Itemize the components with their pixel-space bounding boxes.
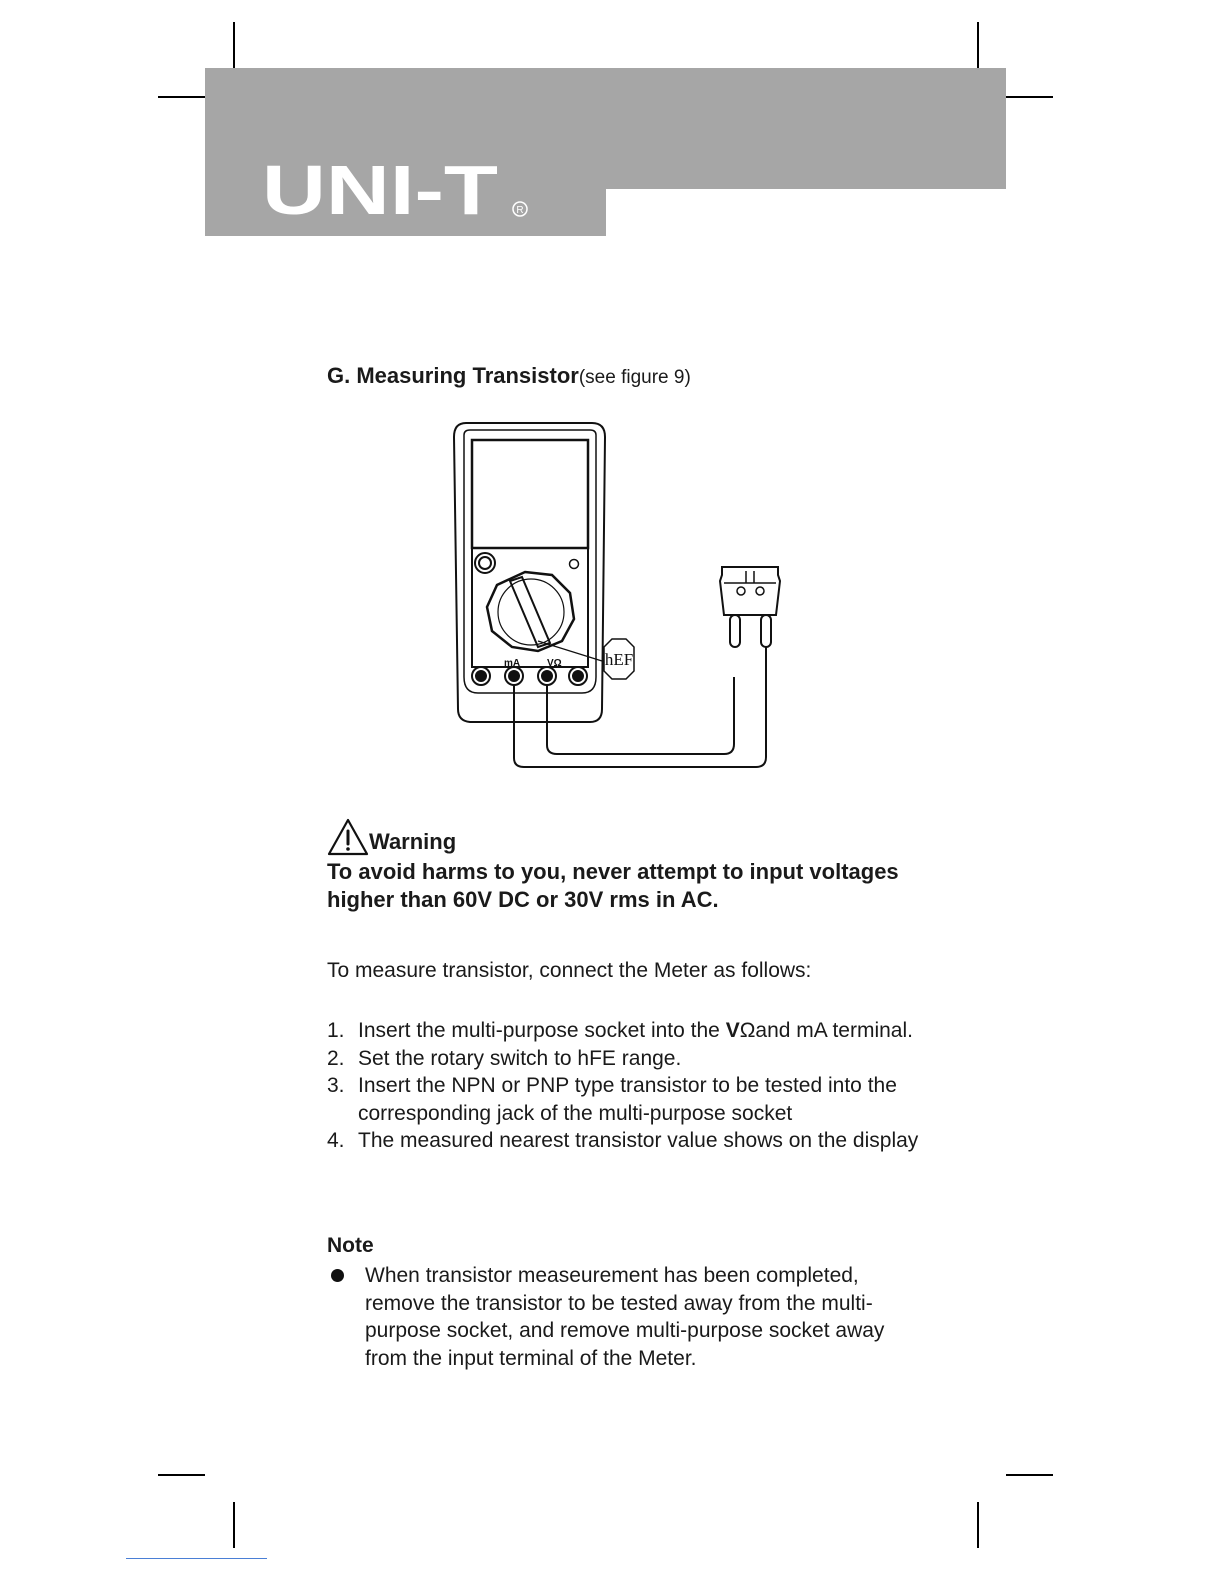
crop-mark-bottom-right-vertical (977, 1502, 979, 1548)
step-number: 2. (327, 1046, 345, 1070)
terminal-ma-label: mA (504, 658, 520, 669)
terminal-10a (568, 666, 588, 686)
socket-pin-left (729, 614, 741, 648)
hef-callout-badge (603, 638, 635, 680)
step-number: 1. (327, 1019, 345, 1042)
figure-reference: (see figure 9) (578, 367, 691, 388)
step-number: 3. (327, 1074, 345, 1098)
header-banner (205, 68, 1006, 189)
step-item: 2. Set the rotary switch to hFE range. (327, 1045, 967, 1073)
step-item: 1. Insert the multi-purpose socket into … (327, 1017, 967, 1045)
brand-logo: UNI-T R (262, 160, 528, 222)
wire-ma (513, 647, 767, 768)
step-text: The measured nearest transistor value sh… (358, 1129, 919, 1153)
control-panel (471, 548, 589, 668)
steps-list: 1. Insert the multi-purpose socket into … (327, 1017, 967, 1155)
step-text: Set the rotary switch to hFE range. (358, 1046, 682, 1070)
crop-mark-top-left-vertical (233, 22, 235, 68)
hold-button (568, 558, 580, 570)
crop-mark-bottom-left-horizontal (158, 1474, 205, 1476)
step-item: 3. Insert the NPN or PNP type transistor… (327, 1072, 967, 1127)
warning-heading: Warning (327, 818, 967, 856)
brand-logo-text: UNI-T (262, 160, 498, 222)
hef-label: hEF (605, 650, 633, 669)
warning-block: Warning To avoid harms to you, never att… (327, 818, 967, 914)
terminal-v-label: VΩ (547, 658, 562, 669)
crop-mark-bottom-right-horizontal (1006, 1474, 1053, 1476)
meter-body-outline (452, 422, 607, 723)
warning-triangle-icon (327, 818, 369, 856)
step-number: 4. (327, 1129, 345, 1153)
intro-text: To measure transistor, connect the Meter… (327, 959, 812, 982)
bullet-icon (327, 1262, 365, 1372)
crop-mark-top-left-horizontal (158, 96, 205, 98)
crop-mark-top-right-vertical (977, 22, 979, 68)
socket-pin-right (760, 614, 772, 648)
warning-title: Warning (369, 829, 457, 854)
note-text: When transistor measeurement has been co… (365, 1264, 885, 1370)
terminal-com (471, 666, 491, 686)
meter-body-inner (463, 429, 597, 694)
rotary-pointer (508, 575, 552, 649)
lcd-display (470, 438, 590, 550)
warning-text: To avoid harms to you, never attempt to … (327, 859, 899, 912)
section-title: G. Measuring Transistor(see figure 9) (327, 363, 691, 389)
link-underline (126, 1558, 267, 1559)
hef-callout-line (537, 640, 603, 662)
figure-multimeter-transistor: mA VΩ hEF (452, 422, 782, 768)
wire-v (546, 677, 735, 755)
step-item: 4. The measured nearest transistor value… (327, 1127, 967, 1155)
registered-mark: R (516, 205, 523, 216)
step-text: Insert the NPN or PNP type transistor to… (358, 1074, 897, 1125)
step-text: Insert the multi-purpose socket into the… (358, 1019, 913, 1042)
note-title: Note (327, 1234, 374, 1257)
header-banner-tab (205, 189, 606, 236)
section-heading: G. Measuring Transistor (327, 363, 579, 388)
rotary-switch (485, 570, 576, 653)
note-item: When transistor measeurement has been co… (327, 1262, 967, 1372)
transistor-socket (718, 566, 782, 616)
crop-mark-bottom-left-vertical (233, 1502, 235, 1548)
power-button (474, 552, 496, 574)
crop-mark-top-right-horizontal (1006, 96, 1053, 98)
